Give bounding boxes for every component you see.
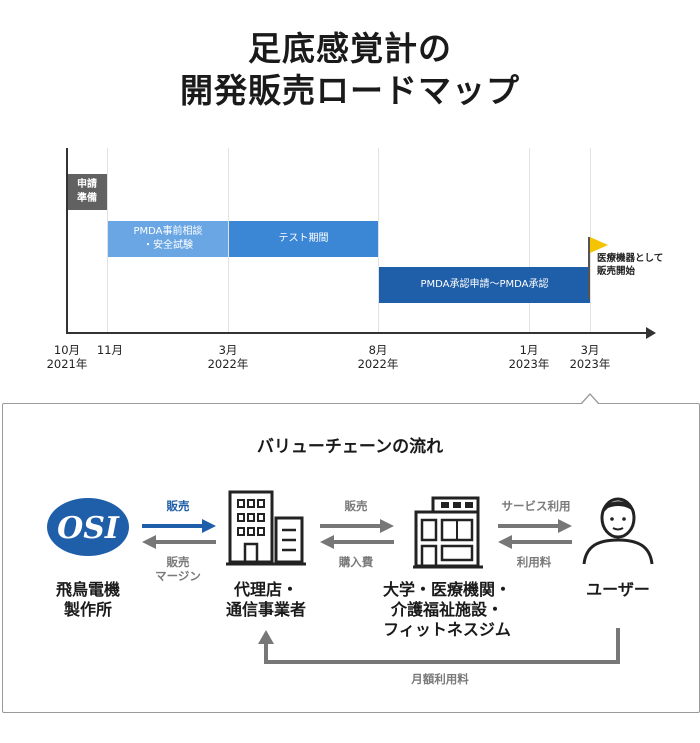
- bar-application-prep: 申請 準備: [68, 174, 107, 210]
- tick-label: 3月 2023年: [565, 343, 615, 371]
- storefront-icon: [413, 496, 483, 569]
- node-manufacturer: 飛鳥電機 製作所: [30, 580, 146, 620]
- flow-label-purchase: 購入費: [338, 555, 374, 569]
- flow-label-monthly-fee: 月額利用料: [411, 672, 469, 686]
- tick-year: 2023年: [569, 357, 611, 371]
- value-chain-title: バリューチェーンの流れ: [256, 437, 444, 457]
- title-line-1: 足底感覚計の: [248, 29, 452, 68]
- node-label-line-1: 大学・医療機関・: [382, 580, 511, 599]
- node-label-line-2: 通信事業者: [225, 600, 306, 619]
- node-label-line-2: 製作所: [63, 600, 112, 619]
- tick-year: 2021年: [46, 357, 88, 371]
- page-title: 足底感覚計の 開発販売ロードマップ: [0, 28, 700, 112]
- x-axis: [66, 332, 648, 334]
- office-building-icon: [226, 490, 306, 566]
- tick-label: 8月 2022年: [353, 343, 403, 371]
- milestone-line-2: 販売開始: [597, 266, 636, 277]
- flow-label-sales-margin: 販売 マージン: [140, 555, 216, 583]
- bar-label-line-1: PMDA事前相談: [133, 226, 203, 237]
- tick-label: 10月 2021年: [42, 343, 92, 371]
- monthly-fee-arrow: [258, 628, 620, 664]
- node-institutions: 大学・医療機関・ 介護福祉施設・ フィットネスジム: [366, 580, 528, 640]
- tick-month: 3月: [580, 343, 600, 357]
- node-user: ユーザー: [566, 580, 670, 600]
- tick-month: 8月: [368, 343, 388, 357]
- tick-label: 1月 2023年: [504, 343, 554, 371]
- bar-label-line-1: 申請: [77, 179, 97, 190]
- bar-label: PMDA承認申請〜PMDA承認: [420, 279, 549, 290]
- node-agency: 代理店・ 通信事業者: [196, 580, 336, 620]
- gridline: [378, 148, 379, 334]
- node-label-line-1: 飛鳥電機: [55, 580, 120, 599]
- milestone-label: 医療機器として 販売開始: [597, 252, 663, 278]
- title-line-2: 開発販売ロードマップ: [180, 71, 520, 110]
- flow-label-sales-2: 販売: [344, 499, 368, 513]
- bar-pmda-consultation: PMDA事前相談 ・安全試験: [108, 221, 228, 257]
- flow-label-line-2: マージン: [155, 569, 201, 583]
- asuka-logo-icon: OSI: [47, 498, 129, 556]
- bar-pmda-approval: PMDA承認申請〜PMDA承認: [379, 267, 590, 303]
- flow-label-sales: 販売: [166, 499, 190, 513]
- x-axis-arrow-icon: [646, 327, 656, 339]
- bar-label-line-2: ・安全試験: [143, 240, 193, 251]
- flow-label-service: サービス利用: [501, 499, 571, 513]
- node-label-line-1: 代理店・: [233, 580, 298, 599]
- tick-year: 2023年: [508, 357, 550, 371]
- flag-pole: [588, 237, 590, 299]
- arrow-pair-3: [498, 519, 572, 549]
- flow-label-fee: 利用料: [516, 555, 552, 569]
- node-label-line-1: ユーザー: [586, 580, 650, 599]
- milestone-line-1: 医療機器として: [597, 253, 664, 264]
- y-axis: [66, 148, 68, 334]
- bar-test-period: テスト期間: [229, 221, 378, 257]
- tick-label: 11月: [90, 343, 130, 357]
- flag-icon: [590, 237, 608, 253]
- node-label-line-3: フィットネスジム: [383, 620, 511, 639]
- gridline: [228, 148, 229, 334]
- gridline: [107, 148, 108, 334]
- arrow-pair-1: [142, 519, 216, 549]
- user-icon: [582, 497, 654, 565]
- tick-month: 1月: [519, 343, 539, 357]
- logo-text: OSI: [57, 511, 120, 546]
- tick-year: 2022年: [207, 357, 249, 371]
- tick-month: 3月: [218, 343, 238, 357]
- gridline: [529, 148, 530, 334]
- bar-label: テスト期間: [278, 233, 329, 244]
- bar-label-line-2: 準備: [77, 193, 97, 204]
- tick-month: 10月: [53, 343, 81, 357]
- node-label-line-2: 介護福祉施設・: [390, 600, 503, 619]
- arrow-pair-2: [320, 519, 394, 549]
- flow-label-line-1: 販売: [166, 555, 190, 569]
- tick-month: 11月: [96, 343, 124, 357]
- tick-year: 2022年: [357, 357, 399, 371]
- roadmap-timeline: 申請 準備 PMDA事前相談 ・安全試験 テスト期間 PMDA承認申請〜PMDA…: [0, 140, 700, 380]
- tick-label: 3月 2022年: [203, 343, 253, 371]
